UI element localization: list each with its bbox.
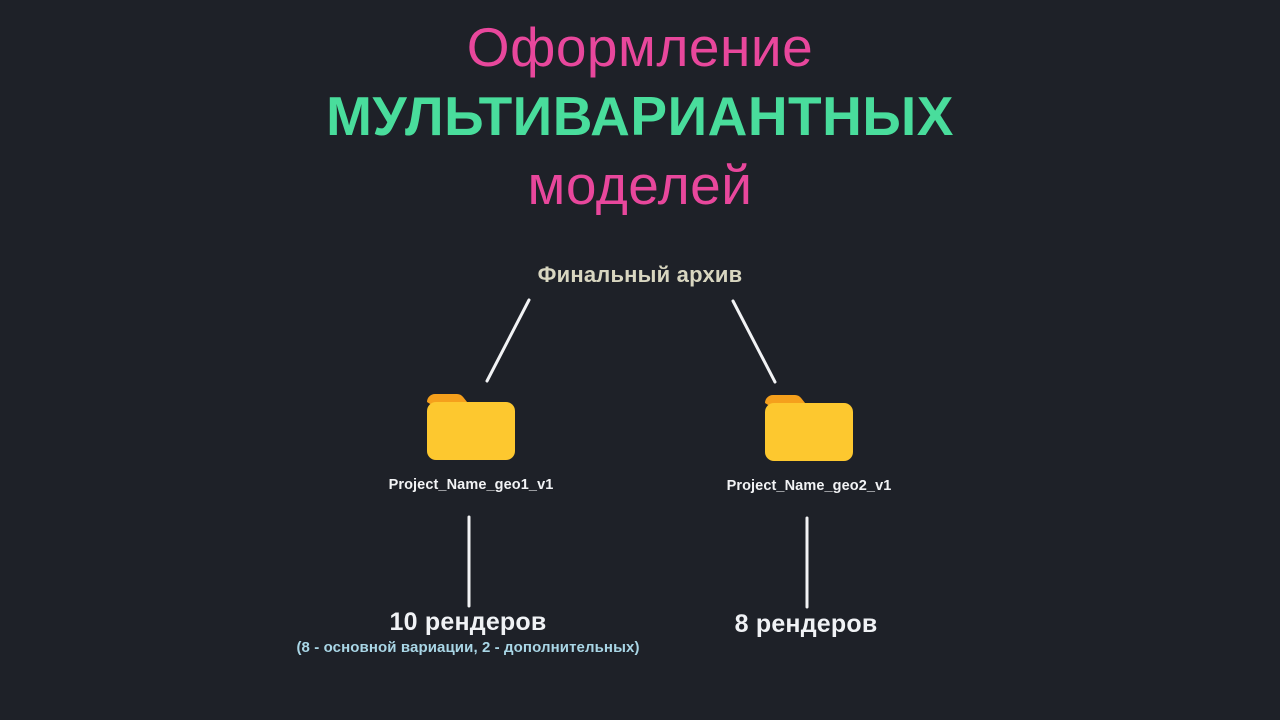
edge-root-to-folder-2 bbox=[731, 299, 777, 384]
title-line-primary: Оформление bbox=[466, 16, 814, 78]
folder-icon bbox=[427, 394, 515, 460]
render-count-geo2: 8 рендеров bbox=[586, 610, 1026, 639]
render-count-geo1: 10 рендеров (8 - основной вариации, 2 - … bbox=[248, 608, 688, 656]
folder-node-geo2[interactable]: Project_Name_geo2_v1 bbox=[679, 387, 939, 494]
folder-node-geo1[interactable]: Project_Name_geo1_v1 bbox=[341, 386, 601, 493]
render-count-breakdown-geo1: (8 - основной вариации, 2 - дополнительн… bbox=[296, 639, 640, 656]
folder-icon bbox=[765, 395, 853, 461]
render-count-value-geo1: 10 рендеров bbox=[389, 608, 547, 636]
title-line-tertiary: моделей bbox=[527, 154, 753, 216]
title-line-emphasis: МУЛЬТИВАРИАНТНЫХ bbox=[326, 85, 954, 147]
page-title: Оформление МУЛЬТИВАРИАНТНЫХ моделей bbox=[0, 14, 1280, 213]
render-count-value-geo2: 8 рендеров bbox=[734, 610, 878, 638]
folder-label-geo2: Project_Name_geo2_v1 bbox=[726, 478, 892, 494]
diagram-root-label: Финальный архив bbox=[537, 262, 743, 287]
folder-label-geo1: Project_Name_geo1_v1 bbox=[388, 477, 554, 493]
edge-root-to-folder-1 bbox=[485, 298, 531, 383]
